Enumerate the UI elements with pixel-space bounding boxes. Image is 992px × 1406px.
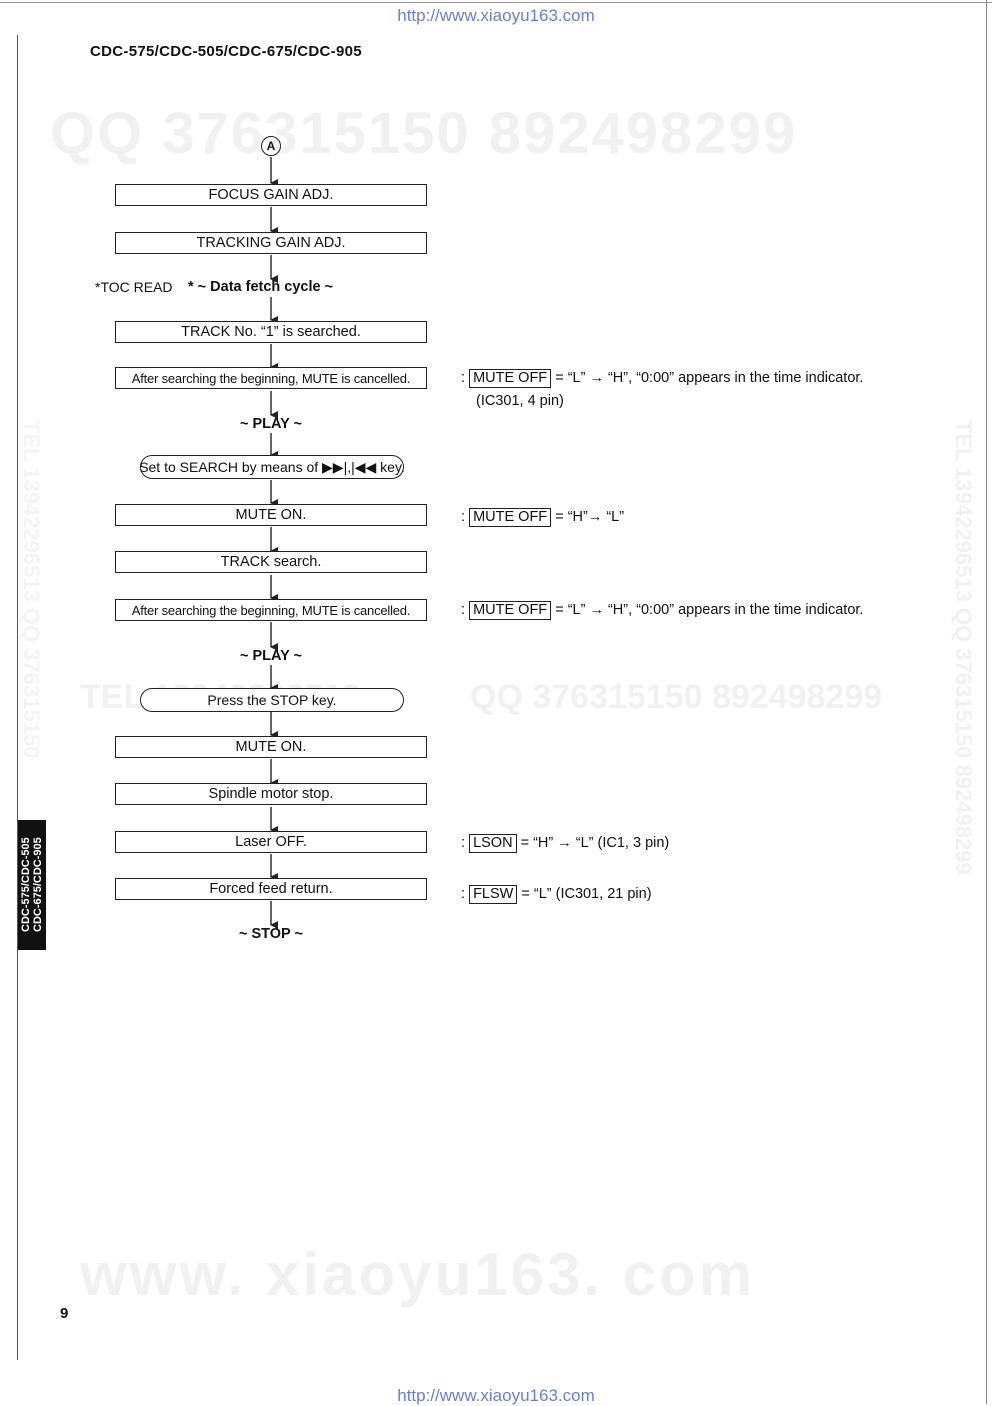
press-stop-key-step: Press the STOP key. — [140, 688, 404, 712]
source-url-top[interactable]: http://www.xiaoyu163.com — [397, 6, 595, 25]
watermark-url: www. xiaoyu163. com — [80, 1241, 756, 1308]
connector-a: A — [261, 136, 281, 156]
watermark-vertical-right: TEL 13942296513 QQ 376315150 892498299 — [951, 420, 976, 875]
signal-mute-off: MUTE OFF — [469, 369, 552, 388]
data-fetch-cycle-label: * ~ Data fetch cycle ~ — [188, 279, 334, 295]
note-mute-off-1-pin: (IC301, 4 pin) — [476, 393, 564, 409]
mute-cancelled-box-1: After searching the beginning, MUTE is c… — [115, 367, 427, 389]
signal-flsw: FLSW — [469, 885, 518, 904]
note-flsw: : FLSW = “L” (IC301, 21 pin) — [461, 885, 652, 904]
signal-mute-off: MUTE OFF — [469, 601, 552, 620]
note-mute-off-2: : MUTE OFF = “H”→ “L” — [461, 508, 625, 527]
note-mute-off-1: : MUTE OFF = “L” → “H”, “0:00” appears i… — [461, 369, 864, 388]
source-url-bottom[interactable]: http://www.xiaoyu163.com — [397, 1386, 595, 1405]
document-title: CDC-575/CDC-505/CDC-675/CDC-905 — [90, 43, 362, 60]
page-number: 9 — [60, 1305, 69, 1322]
track-1-searched-box: TRACK No. “1” is searched. — [115, 321, 427, 343]
toc-read-label: *TOC READ — [95, 279, 173, 295]
note-lson: : LSON = “H” → “L” (IC1, 3 pin) — [461, 834, 670, 853]
note-text: = “L” → “H”, “0:00” appears in the time … — [551, 370, 864, 386]
note-text: = “L” (IC301, 21 pin) — [517, 886, 652, 902]
forced-feed-return-box: Forced feed return. — [115, 878, 427, 900]
top-border-rule — [0, 2, 992, 3]
note-text: = “H”→ “L” — [551, 509, 625, 525]
note-text: = “L” → “H”, “0:00” appears in the time … — [551, 602, 864, 618]
note-mute-off-3: : MUTE OFF = “L” → “H”, “0:00” appears i… — [461, 601, 864, 620]
set-search-key-step: Set to SEARCH by means of ▶▶|,|◀◀ key. — [139, 455, 405, 479]
mute-on-box-1: MUTE ON. — [115, 504, 427, 526]
tracking-gain-adj-box: TRACKING GAIN ADJ. — [115, 232, 427, 254]
watermark-qq-mid: QQ 376315150 892498299 — [470, 678, 883, 716]
watermark-vertical-left: TEL 13942296513 QQ 376315150 — [19, 420, 44, 759]
focus-gain-adj-box: FOCUS GAIN ADJ. — [115, 184, 427, 206]
note-text: = “H” → “L” (IC1, 3 pin) — [516, 835, 670, 851]
mute-cancelled-box-2: After searching the beginning, MUTE is c… — [115, 599, 427, 621]
laser-off-box: Laser OFF. — [115, 831, 427, 853]
mute-on-box-2: MUTE ON. — [115, 736, 427, 758]
play-label-2: ~ PLAY ~ — [239, 648, 303, 664]
watermark-qq: QQ 376315150 892498299 — [50, 101, 798, 166]
play-label-1: ~ PLAY ~ — [239, 416, 303, 432]
stop-label: ~ STOP ~ — [239, 926, 303, 942]
right-margin-rule — [986, 0, 987, 1404]
signal-mute-off: MUTE OFF — [469, 508, 552, 527]
left-margin-rule — [17, 35, 18, 1360]
spindle-motor-stop-box: Spindle motor stop. — [115, 783, 427, 805]
track-search-box: TRACK search. — [115, 551, 427, 573]
signal-lson: LSON — [469, 834, 517, 853]
